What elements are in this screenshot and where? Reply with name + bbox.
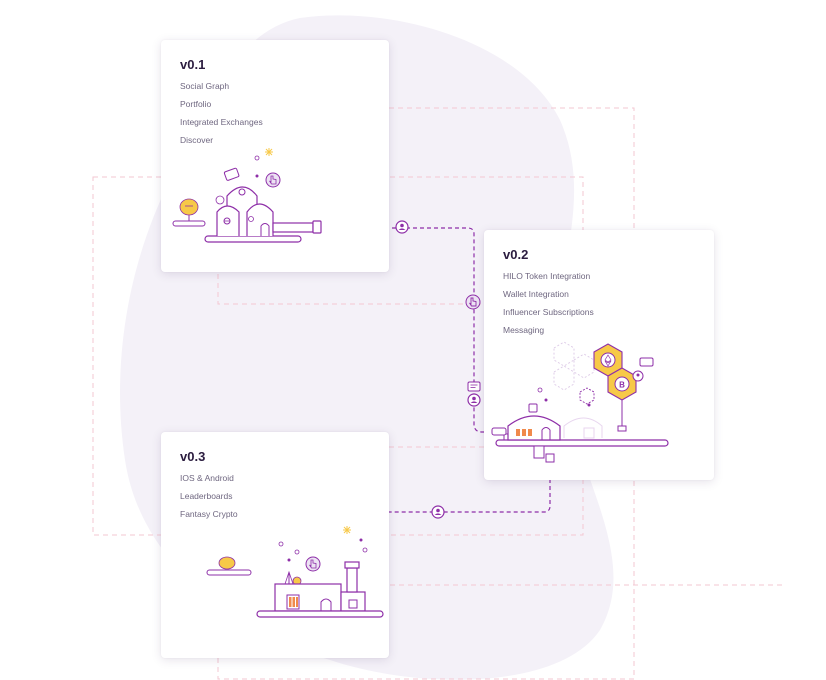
feature-item: Influencer Subscriptions xyxy=(503,307,594,317)
factory-illustration xyxy=(206,526,384,618)
feature-item: Leaderboards xyxy=(180,491,233,501)
feature-list: HILO Token Integration Wallet Integratio… xyxy=(503,270,594,342)
user-badge-icon xyxy=(395,220,409,234)
hand-pointer-icon xyxy=(465,294,481,310)
yellow-bush-illustration xyxy=(172,198,206,227)
sparkle-icon xyxy=(265,148,273,156)
feature-list: IOS & Android Leaderboards Fantasy Crypt… xyxy=(180,472,238,526)
milestone-card-v02: v0.2 HILO Token Integration Wallet Integ… xyxy=(484,230,714,480)
milestone-title: v0.3 xyxy=(180,449,206,464)
chat-bubble-icon xyxy=(467,381,481,392)
svg-text:B: B xyxy=(619,381,625,390)
chat-bubble-icon xyxy=(223,167,240,181)
connector-paths xyxy=(322,227,551,580)
yellow-bush-illustration xyxy=(206,556,252,576)
hand-pointer-icon xyxy=(265,172,281,188)
milestone-card-v01: v0.1 Social Graph Portfolio Integrated E… xyxy=(161,40,389,272)
hand-pointer-icon xyxy=(305,556,321,572)
user-badge-icon xyxy=(431,505,445,519)
settlement-illustration xyxy=(172,148,322,243)
feature-item: IOS & Android xyxy=(180,473,234,483)
user-badge-icon xyxy=(467,393,481,407)
chat-bubble-icon xyxy=(639,357,654,367)
milestone-card-v03: v0.3 IOS & Android Leaderboards Fantasy … xyxy=(161,432,389,658)
feature-item: Social Graph xyxy=(180,81,230,91)
feature-list: Social Graph Portfolio Integrated Exchan… xyxy=(180,80,263,152)
feature-item: Portfolio xyxy=(180,99,212,109)
feature-item: Fantasy Crypto xyxy=(180,509,238,519)
milestone-title: v0.1 xyxy=(180,57,206,72)
sparkle-icon xyxy=(343,526,351,534)
hexagon-crypto-illustration: B xyxy=(491,341,669,463)
feature-item: Messaging xyxy=(503,325,545,335)
feature-item: Integrated Exchanges xyxy=(180,117,263,127)
feature-item: Wallet Integration xyxy=(503,289,569,299)
feature-item: Discover xyxy=(180,135,214,145)
milestone-title: v0.2 xyxy=(503,247,529,262)
feature-item: HILO Token Integration xyxy=(503,271,591,281)
